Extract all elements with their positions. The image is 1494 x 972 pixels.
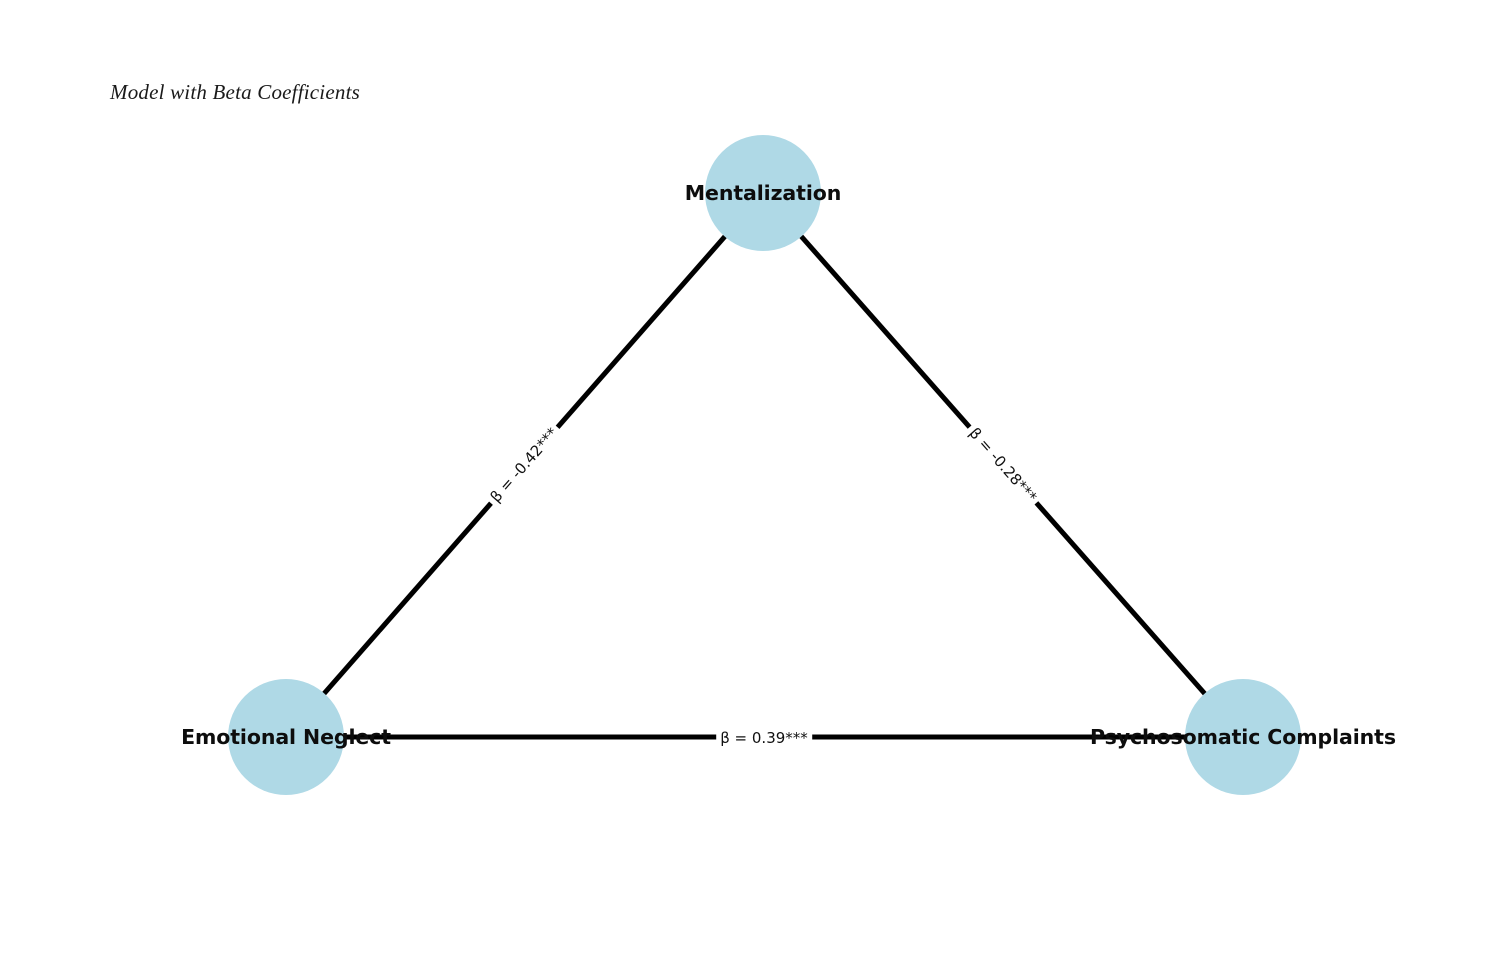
edge-label-neglect-to-psychosomatic: β = 0.39*** [716,727,812,749]
node-mentalization[interactable] [705,135,821,251]
node-label-psychosomatic-complaints: Psychosomatic Complaints [1090,725,1396,749]
figure-title: Model with Beta Coefficients [110,80,360,104]
node-psychosomatic-complaints[interactable] [1185,679,1301,795]
node-label-emotional-neglect: Emotional Neglect [181,725,391,749]
node-emotional-neglect[interactable] [228,679,344,795]
node-label-mentalization: Mentalization [684,181,842,205]
